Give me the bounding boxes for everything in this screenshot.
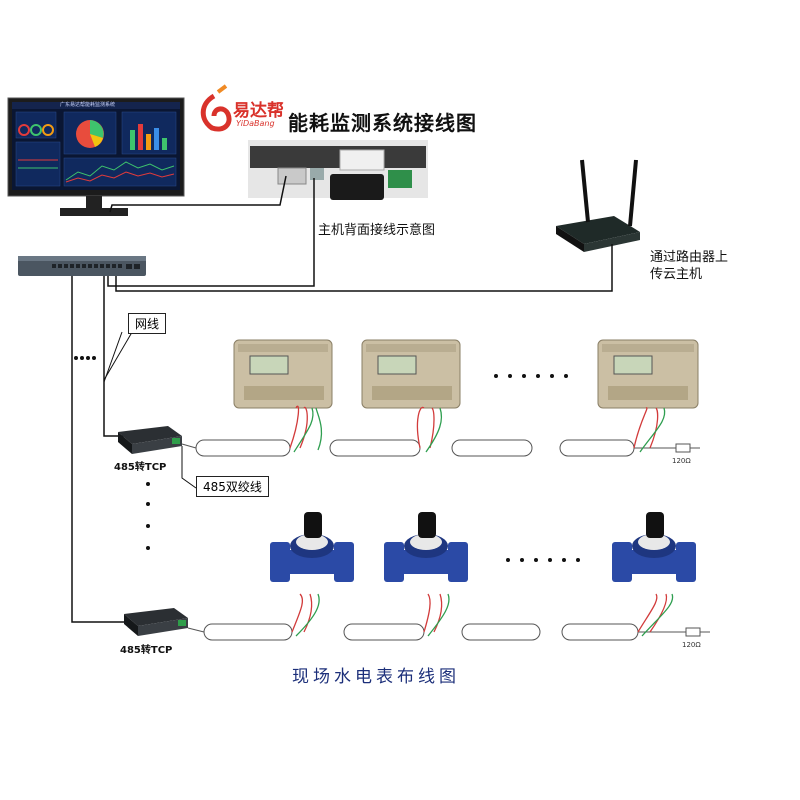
converter-bottom [124, 608, 188, 636]
electric-meter-1 [233, 339, 333, 409]
water-meter-3 [612, 512, 696, 582]
resistor-bottom-label: 120Ω [682, 641, 701, 649]
network-switch [18, 256, 146, 276]
bottom-title: 现场水电表布线图 [292, 667, 460, 687]
twisted-pair-label: 485双绞线 [196, 476, 269, 497]
cable-tubes-top [181, 439, 700, 457]
converter-top [118, 426, 182, 454]
network-wires [71, 175, 613, 623]
brand-logo-icon [200, 84, 232, 132]
router-label-line1: 通过路由器上 [650, 250, 729, 265]
monitor [7, 97, 185, 216]
resistor-top-label: 120Ω [672, 457, 691, 465]
monitor-header-text: 广东易达帮能耗监测系统 [60, 102, 116, 108]
router-label-line2: 传云主机 [650, 267, 703, 282]
water-meter-2 [384, 512, 468, 582]
water-meter-1 [270, 512, 354, 582]
converter-top-label: 485转TCP [114, 462, 167, 473]
cable-tubes-bottom [187, 623, 710, 641]
network-cable-label: 网线 [128, 313, 167, 334]
electric-meter-3 [597, 339, 699, 409]
ellipsis-dots [74, 356, 580, 562]
host-back-panel [248, 140, 428, 200]
host-back-label: 主机背面接线示意图 [318, 223, 436, 238]
brand-name: 易达帮 [233, 101, 284, 121]
twisted-pair-top [289, 405, 666, 453]
electric-meter-2 [361, 339, 461, 409]
brand-name-en: YiDaBang [236, 119, 275, 128]
router [556, 159, 640, 252]
converter-bottom-label: 485转TCP [120, 645, 173, 656]
twisted-pair-bottom [291, 593, 674, 637]
page-title: 能耗监测系统接线图 [288, 111, 477, 135]
